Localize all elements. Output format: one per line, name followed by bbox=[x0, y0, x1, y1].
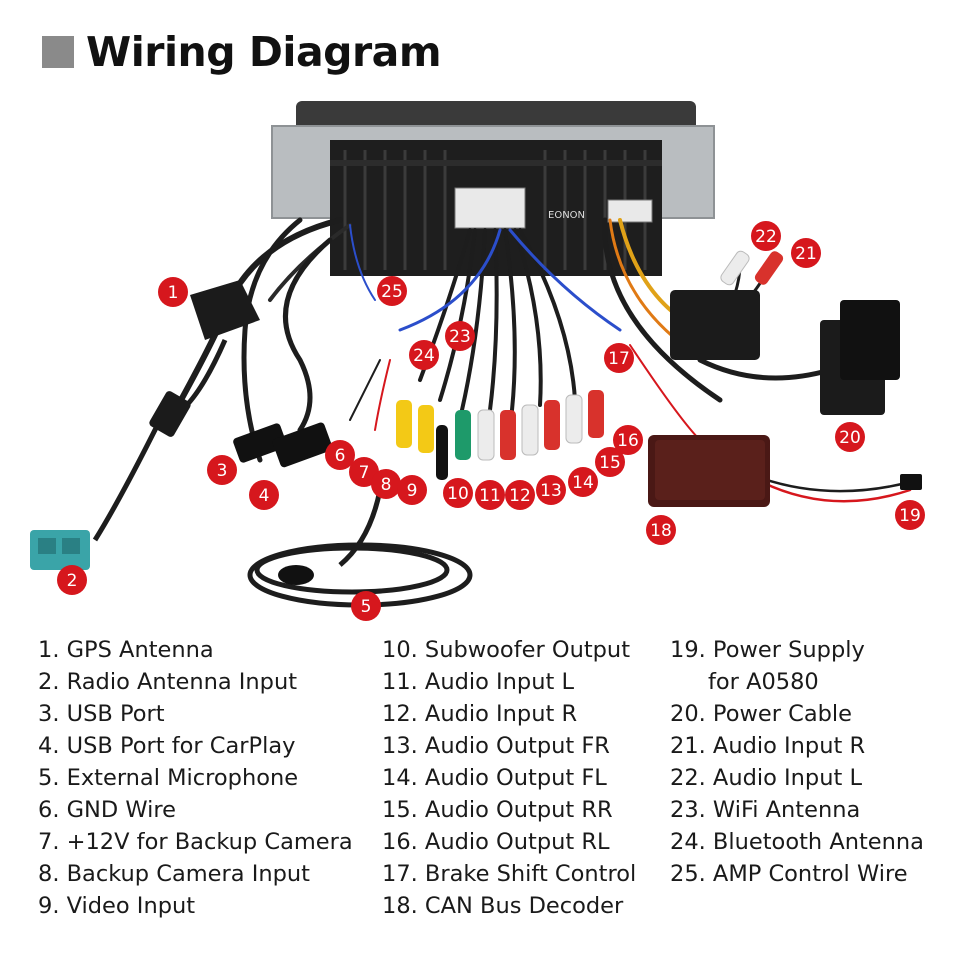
callout-marker bbox=[751, 221, 781, 251]
callout-number: 1 bbox=[168, 283, 179, 303]
rca-plugs bbox=[396, 250, 784, 480]
usb-connectors bbox=[233, 422, 333, 468]
callout-number: 9 bbox=[407, 481, 418, 501]
legend-item: 13. Audio Output FR bbox=[382, 733, 610, 759]
callout-marker bbox=[791, 238, 821, 268]
callout-marker bbox=[249, 480, 279, 510]
callout-number: 3 bbox=[217, 461, 228, 481]
fakra-connector bbox=[30, 530, 90, 570]
callout-number: 7 bbox=[359, 463, 370, 483]
legend-item: 18. CAN Bus Decoder bbox=[382, 893, 624, 919]
legend-item: 25. AMP Control Wire bbox=[670, 861, 908, 887]
callout-marker bbox=[445, 321, 475, 351]
legend-item: 1. GPS Antenna bbox=[38, 637, 214, 663]
legend-item: 20. Power Cable bbox=[670, 701, 852, 727]
legend-item: 16. Audio Output RL bbox=[382, 829, 610, 855]
page-title: Wiring Diagram bbox=[86, 28, 442, 76]
callout-number: 22 bbox=[755, 227, 777, 247]
legend-item: 9. Video Input bbox=[38, 893, 196, 919]
callout-number: 14 bbox=[572, 473, 594, 493]
harness-blocks bbox=[670, 290, 900, 415]
callout-marker bbox=[443, 478, 473, 508]
callout-number: 12 bbox=[509, 486, 531, 506]
legend-item: 6. GND Wire bbox=[38, 797, 176, 823]
callout-marker bbox=[371, 469, 401, 499]
callout-number: 19 bbox=[899, 506, 921, 526]
title-square-icon bbox=[42, 36, 74, 68]
legend-item: 12. Audio Input R bbox=[382, 701, 578, 727]
legend-item: 10. Subwoofer Output bbox=[382, 637, 631, 663]
legend-item: 5. External Microphone bbox=[38, 765, 299, 791]
callout-number: 11 bbox=[479, 486, 501, 506]
callout-number: 2 bbox=[67, 571, 78, 591]
callout-number: 25 bbox=[381, 282, 403, 302]
callout-marker bbox=[835, 422, 865, 452]
legend-item: 15. Audio Output RR bbox=[382, 797, 613, 823]
callout-marker bbox=[568, 467, 598, 497]
callout-marker bbox=[377, 276, 407, 306]
legend-item: 17. Brake Shift Control bbox=[382, 861, 637, 887]
legend-item: 11. Audio Input L bbox=[382, 669, 574, 695]
callout-number: 18 bbox=[650, 521, 672, 541]
callout-number: 17 bbox=[608, 349, 630, 369]
callout-number: 13 bbox=[540, 481, 562, 501]
brand-label: EONON bbox=[548, 210, 585, 221]
callout-marker bbox=[475, 480, 505, 510]
callout-number: 15 bbox=[599, 453, 621, 473]
callout-marker bbox=[207, 455, 237, 485]
callout-number: 20 bbox=[839, 428, 861, 448]
legend-item: 22. Audio Input L bbox=[670, 765, 862, 791]
microphone-coil bbox=[247, 489, 473, 608]
callout-number: 24 bbox=[413, 346, 435, 366]
callout-number: 6 bbox=[335, 446, 346, 466]
canbus-decoder bbox=[648, 435, 770, 507]
callout-marker bbox=[349, 457, 379, 487]
title-row: Wiring Diagram bbox=[42, 26, 442, 78]
legend-item: 4. USB Port for CarPlay bbox=[38, 733, 296, 759]
callout-marker bbox=[613, 425, 643, 455]
callout-marker bbox=[646, 515, 676, 545]
callout-marker bbox=[158, 277, 188, 307]
legend-item: 7. +12V for Backup Camera bbox=[38, 829, 353, 855]
legend-item: 8. Backup Camera Input bbox=[38, 861, 310, 887]
callout-number: 23 bbox=[449, 327, 471, 347]
callout-marker bbox=[409, 340, 439, 370]
legend-item: 2. Radio Antenna Input bbox=[38, 669, 298, 695]
callout-number: 5 bbox=[361, 597, 372, 617]
callout-marker bbox=[536, 475, 566, 505]
callout-marker bbox=[895, 500, 925, 530]
legend-item: 19. Power Supply bbox=[670, 637, 865, 663]
callout-marker bbox=[397, 475, 427, 505]
legend-column-1: 1. GPS Antenna 2. Radio Antenna Input 3. U… bbox=[38, 634, 353, 922]
callout-marker bbox=[325, 440, 355, 470]
legend-column-3: 19. Power Supply for A0580 20. Power Cable… bbox=[670, 634, 924, 890]
gps-antenna bbox=[92, 280, 260, 542]
legend-item: 14. Audio Output FL bbox=[382, 765, 607, 791]
callout-marker bbox=[595, 447, 625, 477]
legend-item: 24. Bluetooth Antenna bbox=[670, 829, 924, 855]
legend-item: 3. USB Port bbox=[38, 701, 165, 727]
legend-item: 21. Audio Input R bbox=[670, 733, 866, 759]
power-plug bbox=[900, 474, 922, 490]
legend-column-2: 10. Subwoofer Output 11. Audio Input L 12.… bbox=[382, 634, 636, 922]
microphone-icon bbox=[278, 565, 314, 585]
callout-number: 16 bbox=[617, 431, 639, 451]
legend-item: 23. WiFi Antenna bbox=[670, 797, 861, 823]
callout-marker bbox=[604, 343, 634, 373]
callout-marker bbox=[57, 565, 87, 595]
callout-number: 4 bbox=[259, 486, 270, 506]
wiring-diagram: EONON bbox=[30, 101, 925, 621]
legend-item: for A0580 bbox=[708, 669, 819, 695]
callout-marker bbox=[351, 591, 381, 621]
callout-number: 8 bbox=[381, 475, 392, 495]
callout-number: 21 bbox=[795, 244, 817, 264]
callout-number: 10 bbox=[447, 484, 469, 504]
callout-marker bbox=[505, 480, 535, 510]
